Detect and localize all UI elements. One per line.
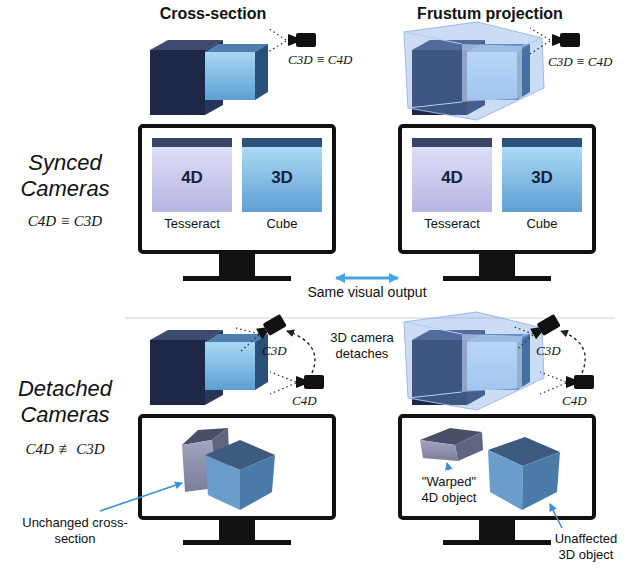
tile-caption: Cube	[242, 216, 322, 231]
frustum	[404, 22, 544, 120]
sight-line	[530, 41, 550, 54]
camera-label: C3D ≡ C4D	[548, 54, 628, 70]
monitor-screen	[140, 126, 334, 252]
warped-object	[420, 428, 483, 461]
sight-line	[516, 335, 533, 350]
column-heading: Cross-section	[150, 4, 276, 23]
render-tile: 3D Cube	[242, 138, 322, 231]
frustum	[404, 312, 544, 410]
callout-label: "Warped" 4D object	[416, 474, 482, 505]
object-pair	[150, 330, 268, 405]
cube-object	[488, 437, 560, 510]
monitor-base	[183, 276, 291, 281]
camera-label: C3D ≡ C4D	[288, 52, 368, 68]
sight-line	[512, 326, 533, 334]
sight-line	[270, 372, 296, 382]
monitor	[443, 540, 551, 545]
cube-object	[240, 455, 275, 510]
monitor-neck	[479, 254, 515, 276]
monitor-node: 4D Tesseract 3D Cube	[138, 124, 336, 284]
camera-icon	[530, 314, 561, 340]
sight-line	[530, 28, 550, 40]
camera-label: C3D	[262, 343, 296, 359]
divider-line	[125, 318, 615, 319]
tile-face: 3D	[502, 138, 582, 212]
cube-object	[522, 452, 560, 510]
row-heading: Detached Cameras	[4, 376, 126, 429]
render-tile: 4D Tesseract	[152, 138, 232, 231]
tile-caption: Tesseract	[412, 216, 492, 231]
warped-object	[455, 432, 483, 461]
cube-object	[488, 450, 523, 510]
row-heading: Synced Cameras	[4, 150, 126, 203]
math-label: C4D ≢ C3D	[4, 440, 126, 458]
double-arrow	[336, 277, 398, 280]
cube-object	[205, 440, 275, 510]
monitor-neck	[219, 254, 255, 276]
camera-icon	[566, 375, 594, 389]
sight-line	[540, 383, 566, 394]
monitor	[479, 520, 515, 540]
sight-line	[270, 383, 296, 394]
detach-arrow	[561, 331, 585, 373]
camera-label: C3D	[536, 343, 570, 359]
camera-icon	[552, 33, 580, 47]
callout-label: Unaffected 3D object	[545, 531, 627, 562]
sight-line	[236, 328, 259, 334]
monitor-base	[443, 276, 551, 281]
callout-label: Unchanged cross-section	[20, 515, 130, 546]
monitor	[400, 416, 594, 545]
render-tile: 3D Cube	[502, 138, 582, 231]
warped-object	[420, 440, 458, 461]
sight-line	[240, 335, 259, 352]
sight-line	[540, 372, 566, 382]
tile-caption: Tesseract	[152, 216, 232, 231]
note-label: 3D camera detaches	[322, 330, 402, 361]
column-heading: Frustum projection	[415, 4, 565, 23]
edge-label: Same visual output	[305, 284, 428, 301]
leader-line	[100, 483, 182, 511]
tile-caption: Cube	[502, 216, 582, 231]
monitor	[183, 540, 291, 545]
detach-arrow	[287, 331, 315, 373]
monitor-screen	[400, 126, 594, 252]
monitor	[400, 416, 594, 518]
tile-label: 4D	[441, 168, 463, 188]
camera-icon	[288, 33, 316, 47]
tile-label: 4D	[181, 168, 203, 188]
monitor	[140, 416, 334, 518]
monitor	[140, 416, 334, 545]
tile-label: 3D	[271, 168, 293, 188]
render-tile: 4D Tesseract	[412, 138, 492, 231]
camera-label: C4D	[562, 393, 596, 409]
leader-line	[447, 463, 449, 470]
monitor	[219, 520, 255, 540]
object-pair	[150, 40, 268, 115]
cube-object	[205, 455, 240, 510]
camera-label: C4D	[292, 393, 326, 409]
camera-icon	[256, 314, 287, 340]
camera-icon	[296, 375, 324, 389]
tile-face: 3D	[242, 138, 322, 212]
tile-label: 3D	[531, 168, 553, 188]
tile-face: 4D	[152, 138, 232, 212]
math-label: C4D ≡ C3D	[4, 212, 126, 230]
monitor-node: 4D Tesseract 3D Cube	[398, 124, 596, 284]
sight-line	[268, 28, 286, 40]
tile-face: 4D	[412, 138, 492, 212]
sight-line	[268, 41, 286, 52]
leader-line	[550, 504, 562, 528]
